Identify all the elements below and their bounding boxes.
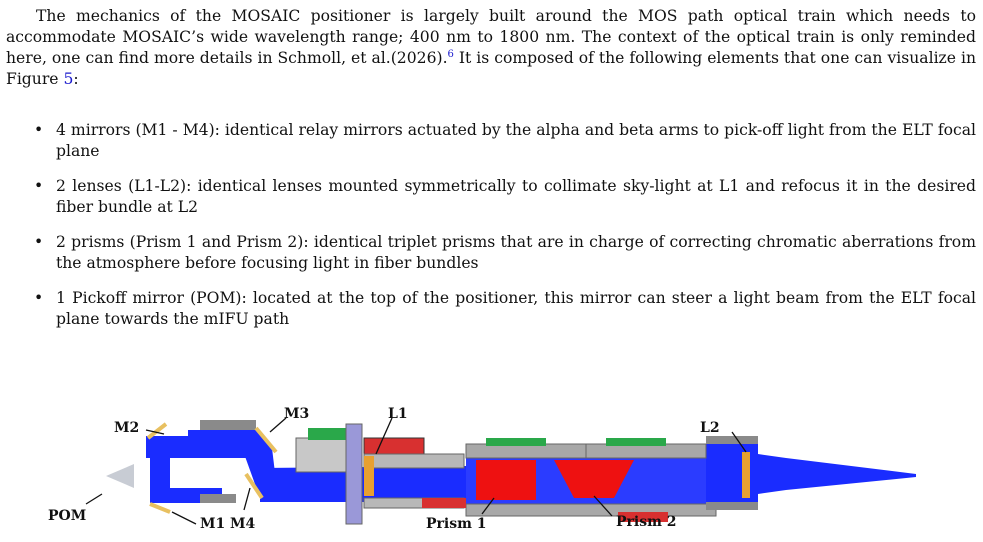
label-l2: L2 <box>700 420 720 436</box>
prism-2-shape <box>554 460 634 498</box>
lens-l1-shape <box>364 456 374 496</box>
lens-l2-shape <box>742 452 750 498</box>
mirror-m3-shape <box>254 426 278 454</box>
pom-shape <box>106 464 134 488</box>
citation-ref-6[interactable]: 6 <box>447 49 454 60</box>
list-item-lenses: 2 lenses (L1-L2): identical lenses mount… <box>30 176 976 218</box>
label-m1: M1 <box>200 516 225 532</box>
paragraph-text-1: The mechanics of the MOSAIC positioner i… <box>6 7 976 67</box>
mirror-m4-shape <box>244 472 264 500</box>
leader-lines <box>85 417 747 525</box>
label-pom: POM <box>48 508 86 524</box>
label-m4: M4 <box>230 516 255 532</box>
optical-train-figure: M2 M3 L1 L2 POM M1 M4 Prism 1 Prism 2 <box>48 406 916 532</box>
label-m2: M2 <box>114 420 139 436</box>
list-item-mirrors: 4 mirrors (M1 - M4): identical relay mir… <box>30 120 976 162</box>
positioner-housing <box>200 420 758 525</box>
label-l1: L1 <box>388 406 408 422</box>
paragraph-text-3: : <box>73 70 79 88</box>
label-prism-2: Prism 2 <box>616 514 677 530</box>
list-item-pickoff-mirror: 1 Pickoff mirror (POM): located at the t… <box>30 288 976 330</box>
mirror-m2-shape <box>146 422 168 440</box>
element-list: 4 mirrors (M1 - M4): identical relay mir… <box>30 120 976 344</box>
figure-ref-5[interactable]: 5 <box>63 70 74 88</box>
list-item-prisms: 2 prisms (Prism 1 and Prism 2): identica… <box>30 232 976 274</box>
intro-paragraph: The mechanics of the MOSAIC positioner i… <box>6 6 976 90</box>
prisms <box>476 460 634 500</box>
label-m3: M3 <box>284 406 309 422</box>
mirrors <box>106 422 750 514</box>
paragraph-text-2: It is composed of the following elements… <box>6 49 976 88</box>
prism-1-shape <box>476 460 536 500</box>
label-prism-1: Prism 1 <box>426 516 487 532</box>
mirror-m1-shape <box>149 502 171 514</box>
